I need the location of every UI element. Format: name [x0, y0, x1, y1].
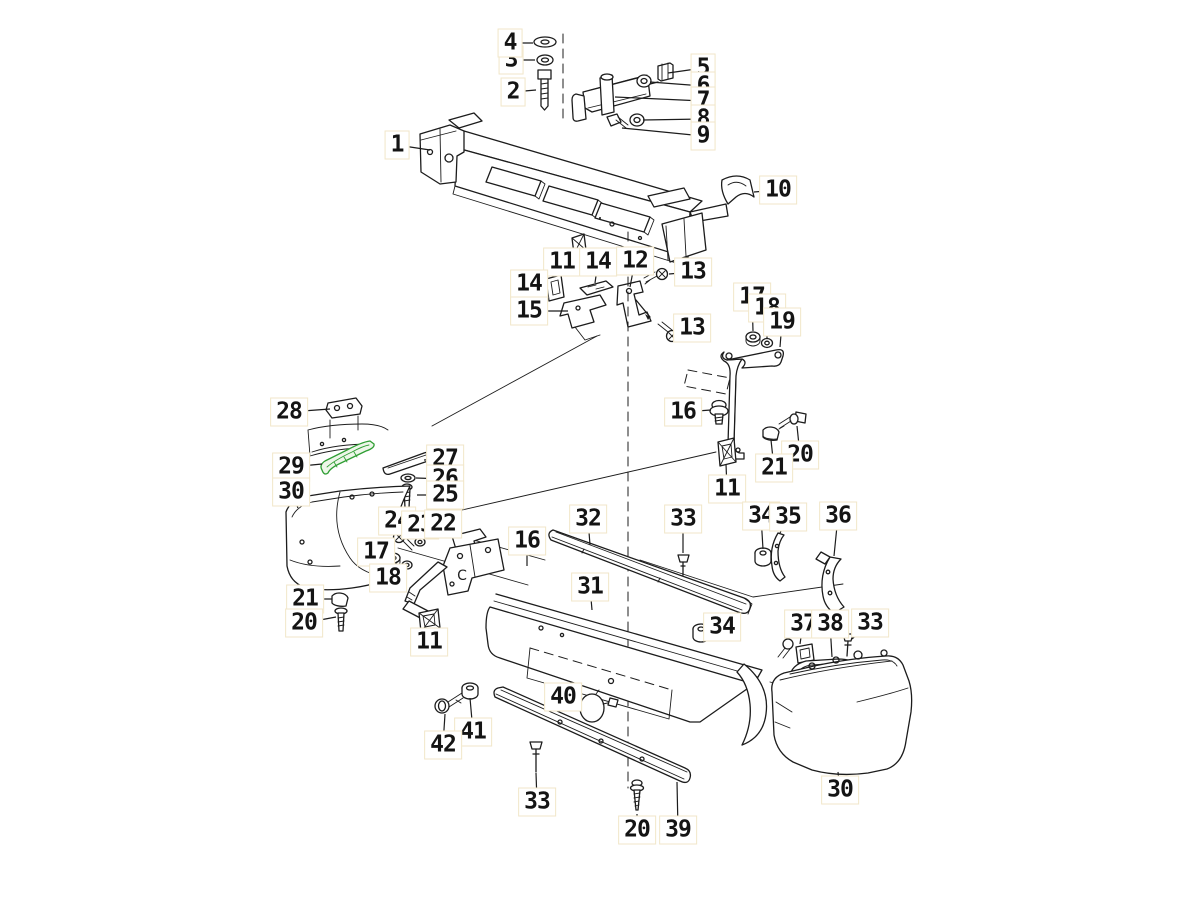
part-11-clip-right [717, 437, 737, 467]
part-callout-40[interactable]: 40 [544, 682, 582, 712]
part-40-plug [579, 689, 619, 723]
part-callout-11[interactable]: 11 [708, 474, 746, 504]
part-37-screw-clip [777, 638, 815, 664]
part-20-bolt-right [778, 411, 807, 430]
part-12-bracket [616, 280, 652, 328]
part-1-impact-beam [419, 112, 729, 267]
part-callout-10[interactable]: 10 [759, 175, 797, 205]
callout-leader-line [621, 127, 704, 137]
part-3-lock-washer [536, 54, 554, 66]
part-17-nut-right [745, 331, 761, 347]
part-callout-18[interactable]: 18 [369, 563, 407, 593]
part-callout-12[interactable]: 12 [616, 246, 654, 276]
part-callout-2[interactable]: 2 [500, 77, 526, 107]
part-callout-25[interactable]: 25 [426, 480, 464, 510]
part-callout-42[interactable]: 42 [424, 730, 462, 760]
part-callout-13[interactable]: 13 [674, 257, 712, 287]
part-26-washer [400, 473, 416, 483]
part-callout-29[interactable]: 29 [272, 452, 310, 482]
part-callout-33[interactable]: 33 [664, 504, 702, 534]
part-callout-35[interactable]: 35 [769, 502, 807, 532]
part-callout-20[interactable]: 20 [618, 815, 656, 845]
part-callout-22[interactable]: 22 [424, 509, 462, 539]
part-callout-34[interactable]: 34 [703, 612, 741, 642]
bracket-c-mark: C [457, 568, 467, 584]
part-callout-16[interactable]: 16 [508, 526, 546, 556]
part-13-screw-top [643, 267, 669, 285]
part-callout-11[interactable]: 11 [410, 627, 448, 657]
part-callout-19[interactable]: 19 [763, 307, 801, 337]
part-callout-28[interactable]: 28 [270, 397, 308, 427]
part-29-reinforcement-highlighted [320, 440, 375, 475]
part-callout-16[interactable]: 16 [664, 397, 702, 427]
part-callout-20[interactable]: 20 [285, 608, 323, 638]
part-14-plate [579, 280, 614, 296]
part-9-bolt [606, 113, 629, 129]
part-35-bracket-strip [770, 532, 786, 582]
part-callout-14[interactable]: 14 [510, 269, 548, 299]
part-callout-1[interactable]: 1 [384, 130, 410, 160]
part-20-screw-bottom [629, 779, 645, 811]
part-2-bolt [537, 69, 552, 111]
part-callout-32[interactable]: 32 [569, 504, 607, 534]
part-callout-39[interactable]: 39 [659, 815, 697, 845]
part-callout-11[interactable]: 11 [543, 247, 581, 277]
part-42-screw [434, 692, 464, 714]
part-31-bumper-center [485, 593, 863, 746]
part-5-nut [657, 62, 674, 82]
part-callout-21[interactable]: 21 [755, 453, 793, 483]
phantom-bracket-dashed [683, 369, 731, 395]
part-20-screw-left [334, 607, 348, 632]
part-callout-30[interactable]: 30 [272, 477, 310, 507]
part-6-washer [636, 74, 652, 88]
part-21-clip-nut-right [762, 426, 780, 441]
part-callout-30[interactable]: 30 [821, 775, 859, 805]
callout-leader-line [614, 96, 704, 102]
part-33-rivet-bottom [529, 741, 543, 773]
part-callout-13[interactable]: 13 [673, 313, 711, 343]
part-4-washer [533, 36, 557, 48]
part-21-clip-nut-left [331, 592, 349, 607]
part-callout-38[interactable]: 38 [811, 609, 849, 639]
part-callout-9[interactable]: 9 [690, 121, 716, 151]
part-30-right-end-cap [771, 649, 913, 776]
part-callout-33[interactable]: 33 [518, 787, 556, 817]
part-callout-33[interactable]: 33 [851, 608, 889, 638]
part-10-clip [720, 175, 755, 205]
part-28-bracket [307, 397, 389, 457]
part-callout-31[interactable]: 31 [571, 572, 609, 602]
part-callout-17[interactable]: 17 [357, 537, 395, 567]
part-callout-14[interactable]: 14 [579, 247, 617, 277]
part-callout-36[interactable]: 36 [819, 501, 857, 531]
part-19-support-strap [720, 348, 784, 460]
part-callout-4[interactable]: 4 [497, 28, 523, 58]
part-39-lower-strip [493, 686, 692, 784]
part-33-rivet-center [677, 554, 690, 576]
part-15-bracket [559, 294, 607, 341]
part-32-upper-molding [548, 529, 753, 615]
part-callout-15[interactable]: 15 [510, 296, 548, 326]
part-22-bracket-assembly [402, 528, 505, 622]
part-41-nut [461, 682, 479, 700]
part-16-screw-right [709, 399, 729, 425]
part-18-washer-right [760, 337, 774, 349]
part-8-washer [629, 113, 645, 127]
